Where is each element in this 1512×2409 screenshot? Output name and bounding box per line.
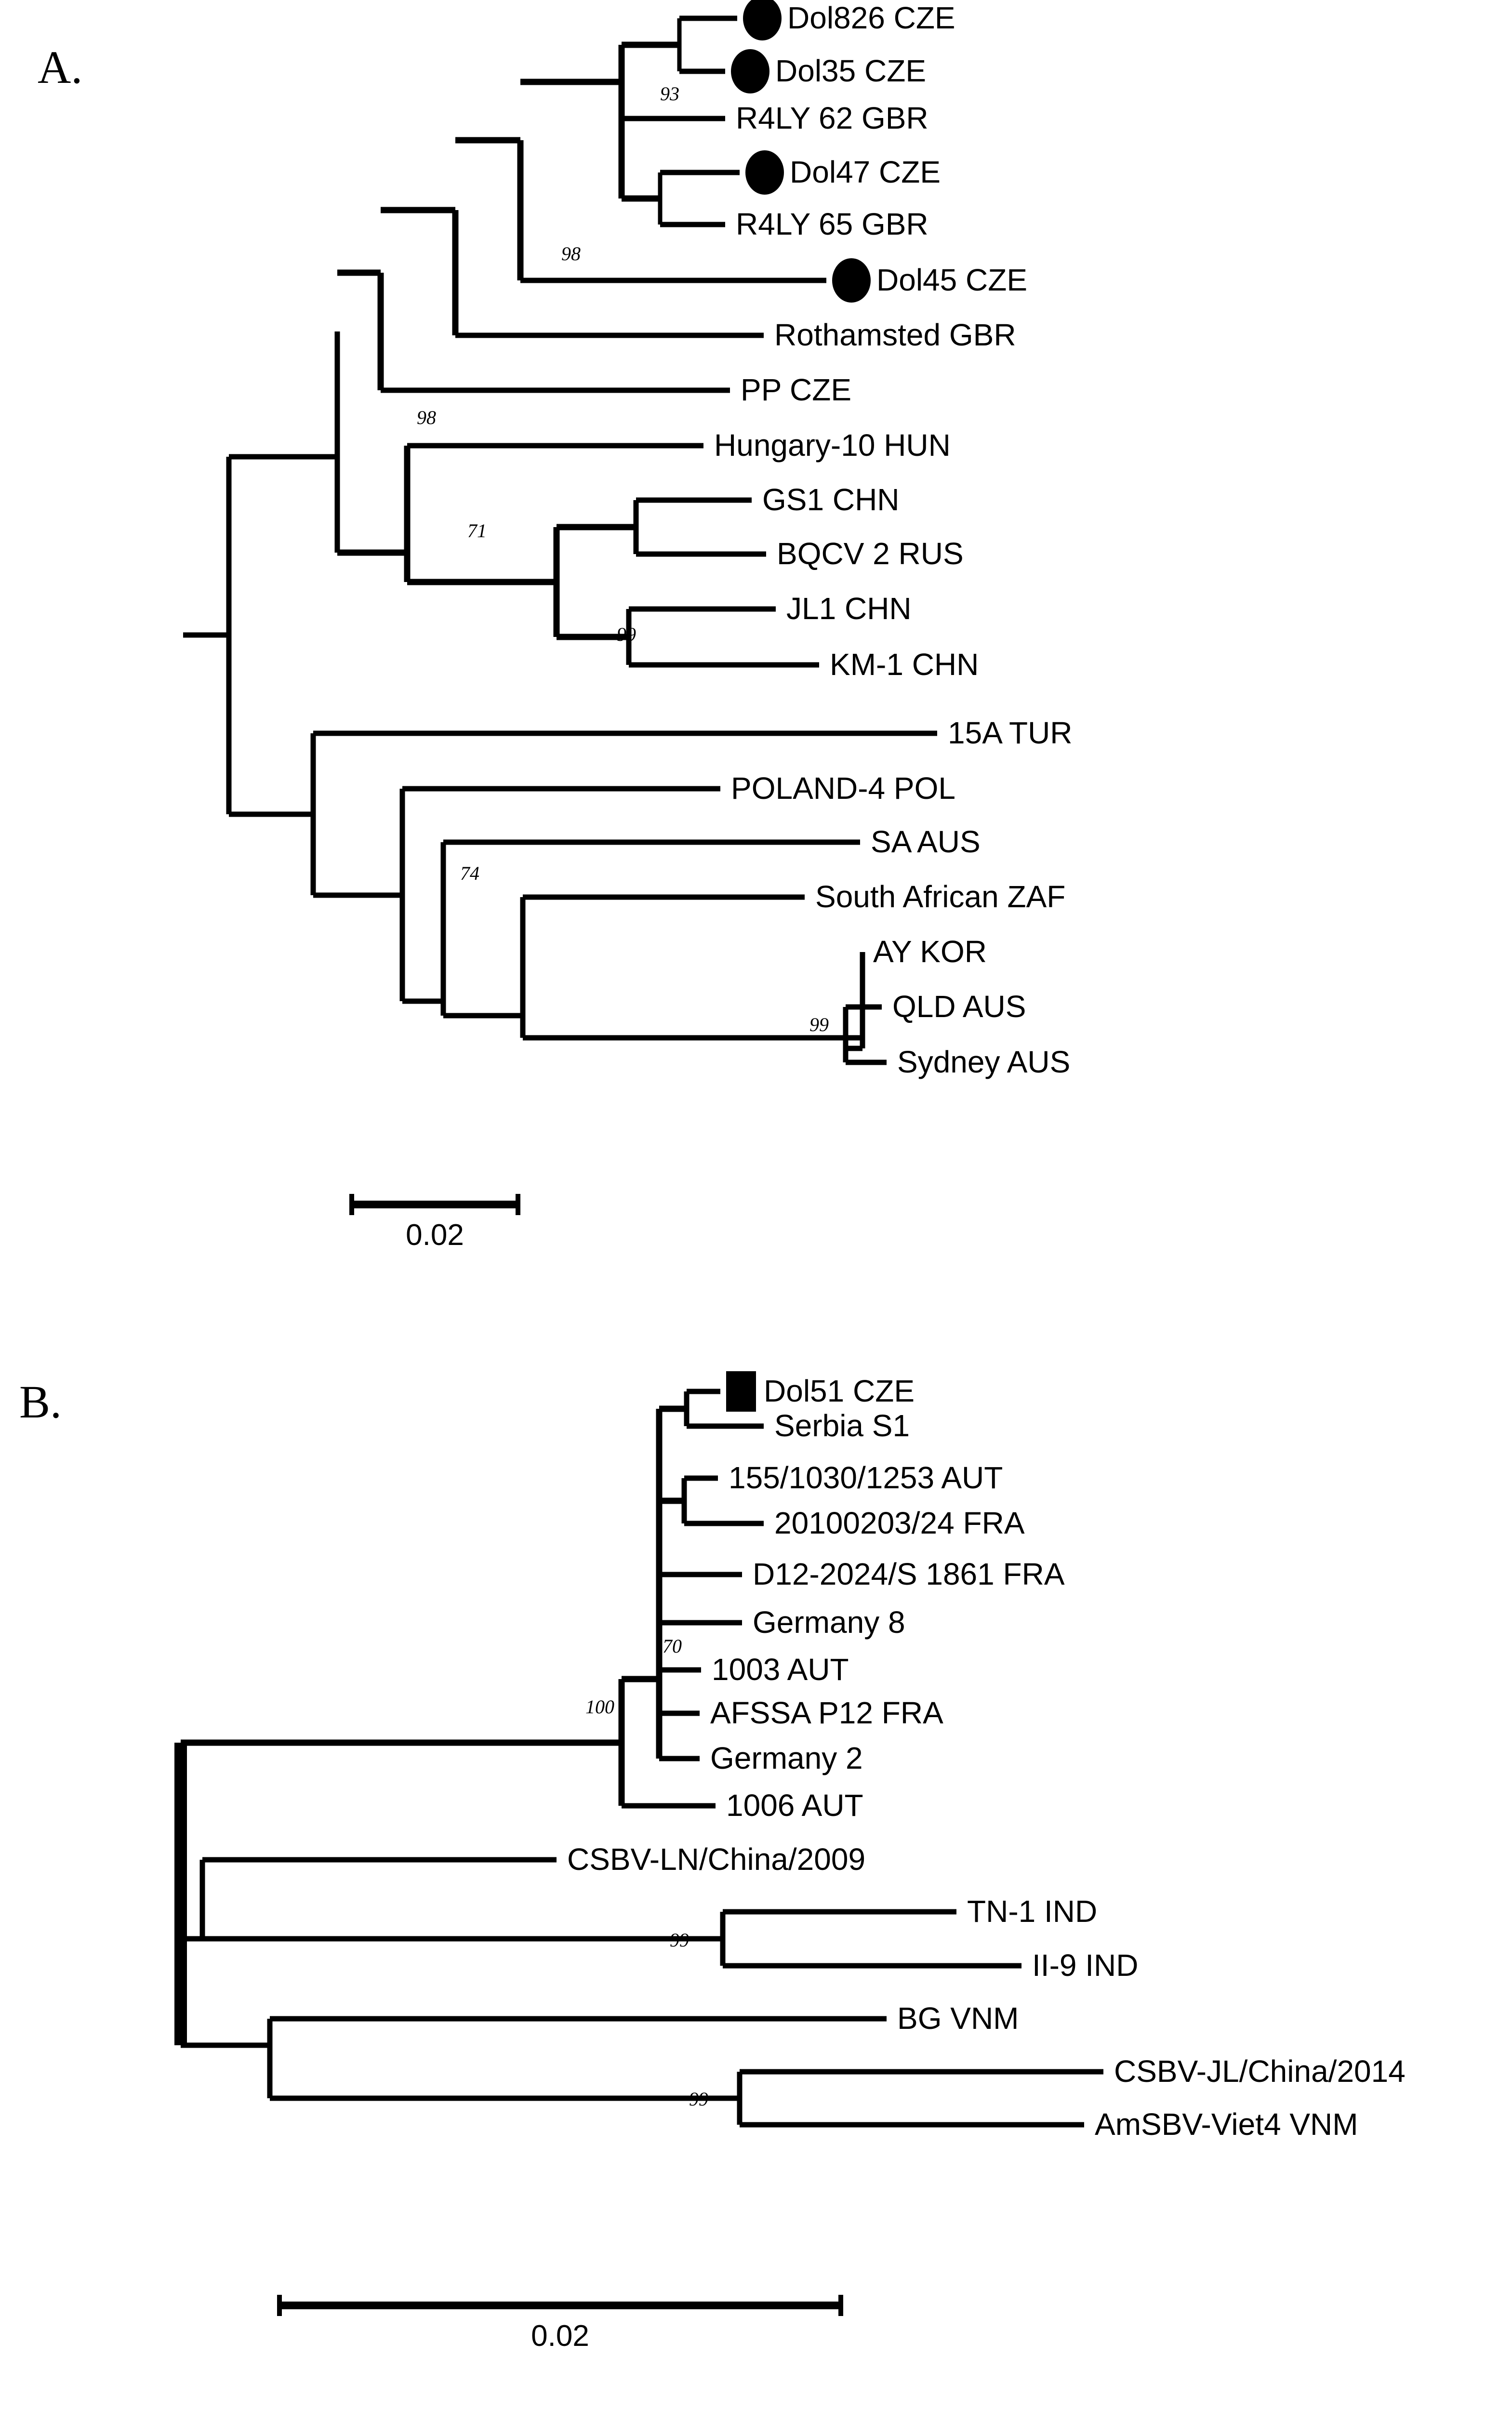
taxon-marker-square: [726, 1371, 756, 1412]
taxon-label: R4LY 62 GBR: [736, 101, 928, 135]
taxon-label: Dol35 CZE: [775, 53, 926, 88]
taxon-label: 1003 AUT: [712, 1652, 849, 1687]
scale-bar: 0.02: [349, 1194, 520, 1252]
taxon-label: SA AUS: [871, 824, 981, 859]
scale-bar-label: 0.02: [406, 1218, 464, 1252]
taxon-label: Dol45 CZE: [876, 263, 1027, 297]
bootstrap-value: 93: [660, 83, 679, 105]
taxon-marker-circle: [731, 49, 769, 93]
taxon-label: Rothamsted GBR: [774, 318, 1016, 352]
taxon-label: BQCV 2 RUS: [777, 536, 964, 571]
taxon-label: QLD AUS: [892, 989, 1026, 1024]
bootstrap-value: 71: [467, 520, 487, 542]
taxon-label: Dol826 CZE: [787, 0, 955, 35]
panel-b-letter: B.: [19, 1376, 62, 1428]
bootstrap-value: 99: [617, 623, 636, 645]
bootstrap-value: 99: [689, 2088, 708, 2110]
bootstrap-value: 98: [561, 243, 581, 265]
taxon-label: D12-2024/S 1861 FRA: [753, 1557, 1065, 1591]
taxon-marker-circle: [832, 258, 871, 303]
scale-bar-label: 0.02: [531, 2319, 589, 2353]
taxon-label: R4LY 65 GBR: [736, 207, 928, 241]
taxon-label: TN-1 IND: [967, 1894, 1097, 1929]
taxon-label: 20100203/24 FRA: [774, 1506, 1025, 1540]
taxon-label: Dol51 CZE: [764, 1374, 915, 1408]
taxon-label: BG VNM: [897, 2001, 1019, 2036]
panel-a-letter: A.: [38, 41, 83, 93]
bootstrap-value: 98: [417, 407, 436, 428]
taxon-label: AmSBV-Viet4 VNM: [1095, 2107, 1358, 2142]
taxon-label: Germany 2: [710, 1741, 863, 1775]
taxon-label: JL1 CHN: [786, 591, 912, 626]
taxon-label: POLAND-4 POL: [731, 771, 955, 806]
bootstrap-value: 74: [460, 862, 479, 884]
taxon-label: GS1 CHN: [762, 482, 900, 517]
taxon-label: AY KOR: [873, 934, 987, 969]
tree-branches: Dol826 CZE Dol35 CZE R4LY 62 GBR Dol47 CZE R…: [183, 0, 1073, 1079]
taxon-label: CSBV-JL/China/2014: [1114, 2054, 1406, 2089]
scale-bar: 0.02: [277, 2295, 843, 2353]
bootstrap-value: 99: [809, 1014, 829, 1035]
taxon-label: PP CZE: [741, 372, 851, 407]
taxon-label: CSBV-LN/China/2009: [567, 1842, 865, 1877]
panel-a-phylogenetic-tree: Dol826 CZE Dol35 CZE R4LY 62 GBR Dol47 CZE R…: [183, 0, 1073, 1252]
bootstrap-value: 70: [663, 1635, 682, 1657]
taxon-label: KM-1 CHN: [830, 647, 979, 682]
taxon-marker-circle: [745, 150, 784, 195]
taxon-label: Serbia S1: [774, 1408, 910, 1443]
taxon-label: Germany 8: [753, 1605, 905, 1640]
taxon-label: Hungary-10 HUN: [714, 428, 951, 463]
taxon-marker-circle: [743, 0, 782, 40]
taxon-label: Sydney AUS: [897, 1045, 1070, 1079]
taxon-label: 155/1030/1253 AUT: [729, 1460, 1003, 1495]
bootstrap-value: 99: [670, 1929, 689, 1951]
taxon-label: 1006 AUT: [726, 1788, 863, 1823]
taxon-label: Dol47 CZE: [790, 155, 941, 189]
taxon-label: South African ZAF: [815, 879, 1065, 914]
taxon-label: 15A TUR: [948, 715, 1073, 750]
taxon-label: II-9 IND: [1032, 1948, 1138, 1983]
bootstrap-value: 100: [585, 1696, 614, 1718]
taxon-label: AFSSA P12 FRA: [710, 1695, 943, 1730]
